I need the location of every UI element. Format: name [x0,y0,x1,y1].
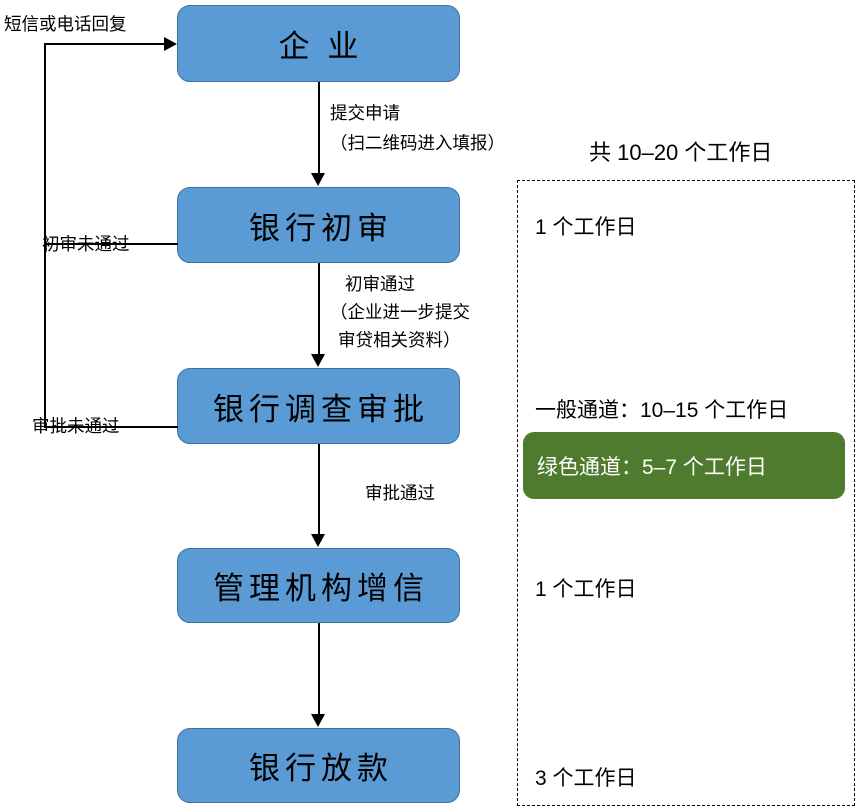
duration-panel-box [517,180,855,806]
edge-label-first-review-passed-line2: （企业进一步提交 [330,302,470,322]
arrowhead-feedback-to-enterprise [164,37,177,51]
duration-disbursement-days: 3 个工作日 [535,767,637,790]
node-bank-first-review[interactable]: 银行初审 [177,187,460,263]
edge-label-first-review-failed: 初审未通过 [42,234,130,254]
duration-panel-title: 共 10–20 个工作日 [589,140,773,165]
node-bank-investigation[interactable]: 银行调查审批 [177,368,460,444]
node-agency-credit[interactable]: 管理机构增信 [177,548,460,623]
edge-label-submit-application-line1: 提交申请 [330,103,400,123]
arrowhead-agency-credit-to-disbursement [311,714,325,727]
feedback-branch-first-review [44,243,178,245]
duration-agency-credit-days: 1 个工作日 [535,578,637,601]
connector-enterprise-to-first-review [318,82,320,174]
arrowhead-first-review-to-investigation [311,354,325,367]
duration-green-channel[interactable]: 绿色通道：5–7 个工作日 [523,432,845,499]
connector-first-review-to-investigation [318,263,320,355]
connector-agency-credit-to-disbursement [318,623,320,715]
edge-label-first-review-passed-line3: 审贷相关资料） [338,330,461,350]
feedback-branch-investigation [44,426,178,428]
duration-general-channel: 一般通道：10–15 个工作日 [535,399,789,422]
edge-label-submit-application-line2: （扫二维码进入填报） [330,133,505,153]
edge-label-approval-passed: 审批通过 [365,483,435,503]
node-enterprise[interactable]: 企 业 [177,5,460,82]
feedback-loop-top-segment [44,43,166,45]
node-bank-disbursement[interactable]: 银行放款 [177,728,460,803]
feedback-loop-spine [44,43,46,427]
duration-first-review-days: 1 个工作日 [535,216,637,239]
edge-label-first-review-passed-line1: 初审通过 [345,274,415,294]
arrowhead-investigation-to-agency-credit [311,534,325,547]
edge-label-sms-reply: 短信或电话回复 [4,14,127,34]
edge-label-approval-failed: 审批未通过 [32,416,120,436]
arrowhead-enterprise-to-first-review [311,173,325,186]
connector-investigation-to-agency-credit [318,444,320,535]
